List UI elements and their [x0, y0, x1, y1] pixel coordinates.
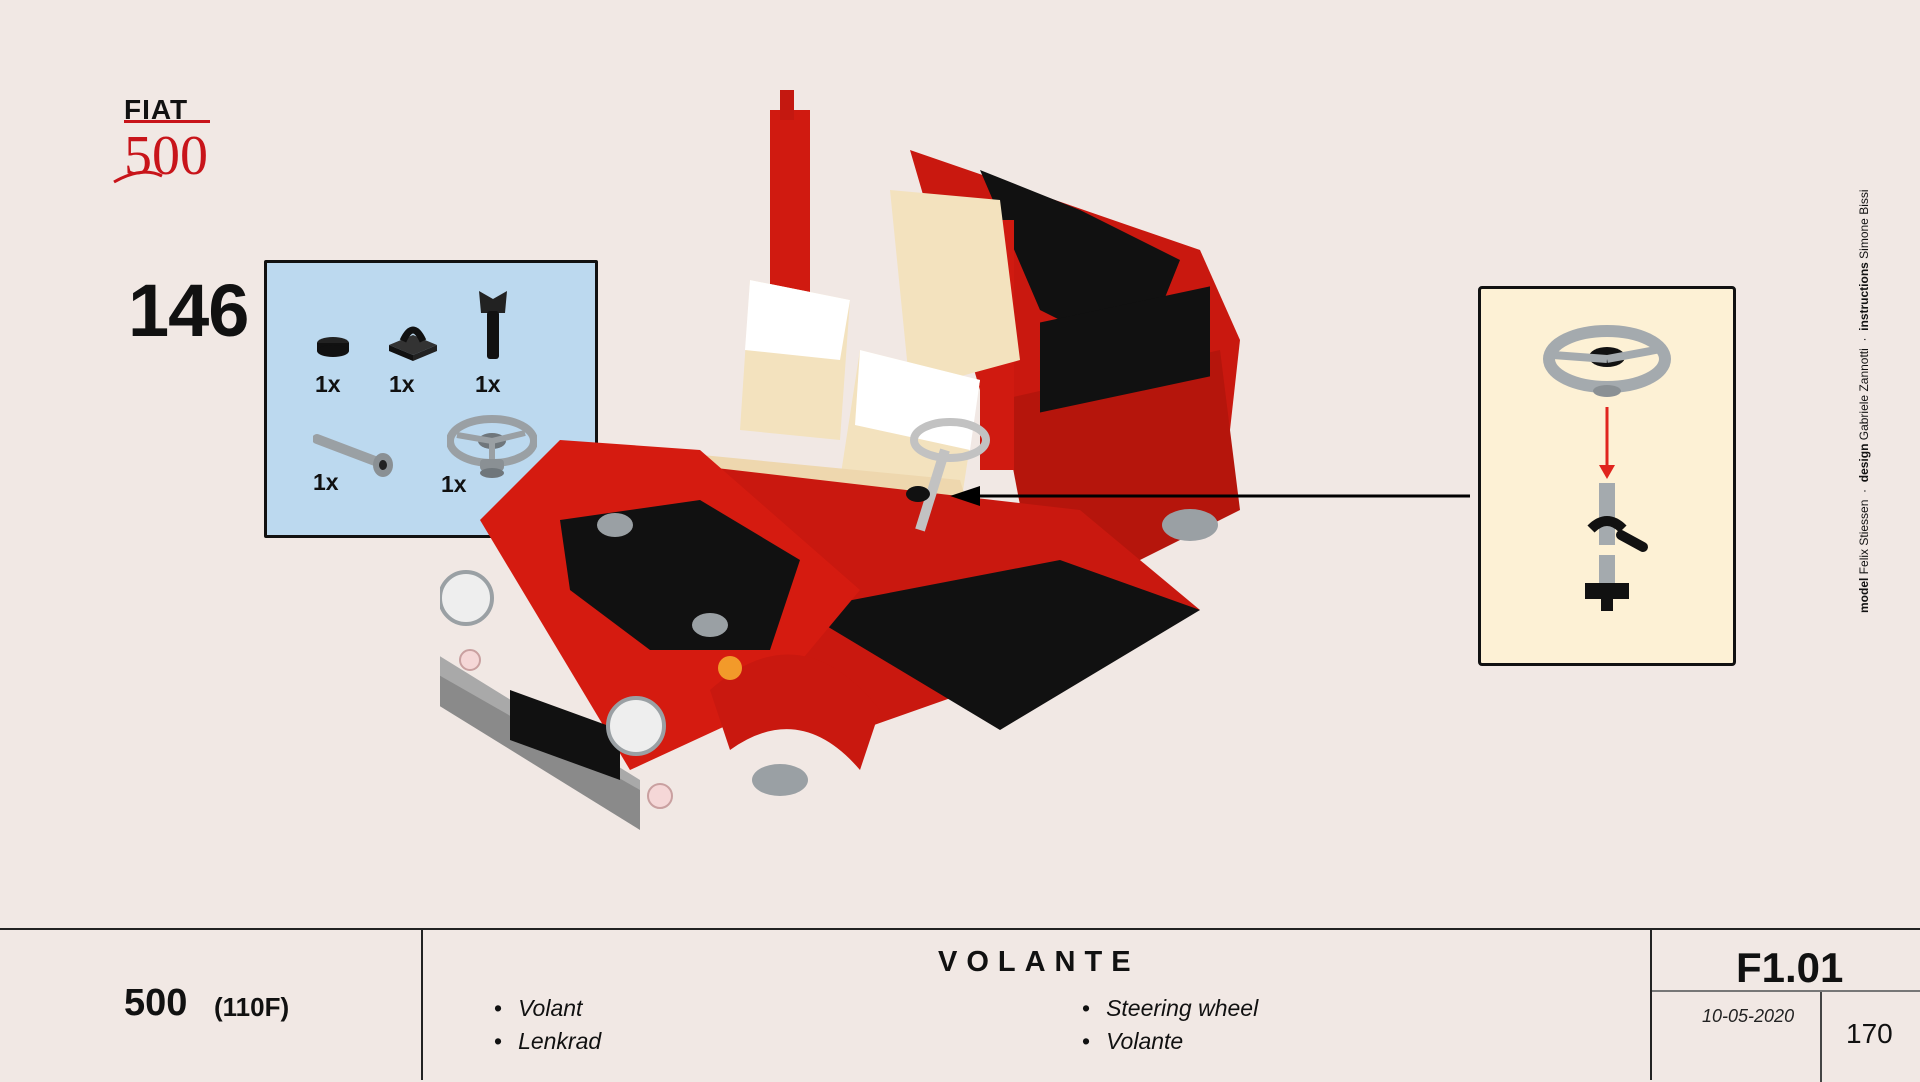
callout-arrowhead: [950, 486, 980, 506]
part-qty: 1x: [389, 371, 415, 397]
page-number: 170: [1846, 1018, 1893, 1049]
part-bar-with-stop: 1x: [312, 431, 413, 495]
rear-axle: [1162, 509, 1218, 541]
step-number: 146: [128, 269, 249, 352]
logo-text-fiat: FIAT: [124, 94, 189, 125]
headlight-left: [440, 570, 494, 626]
credit-design-label: design: [1857, 443, 1871, 483]
credit-model-name: Felix Stiessen: [1857, 499, 1871, 575]
step-title: VOLANTE: [938, 946, 1140, 978]
logo-text-500: 500: [124, 125, 208, 186]
clip-plate-icon: [389, 326, 437, 361]
translation-french: Volant: [494, 992, 601, 1025]
inset-bar-icon: [1599, 483, 1615, 545]
credit-design-name: Gabriele Zannotti: [1857, 348, 1871, 441]
credit-instructions-label: instructions: [1857, 262, 1871, 331]
rear-seat: [890, 190, 1020, 390]
footer-bar: 500 (110F) VOLANTE Volant Lenkrad Steeri…: [0, 928, 1920, 1082]
subassembly-inset: [1478, 286, 1736, 666]
code-divider: [1652, 990, 1920, 992]
bar-with-stop-icon: [312, 434, 393, 477]
model-name: 500: [124, 982, 188, 1024]
steering-wheel-icon: [446, 415, 538, 478]
model-code: (110F): [214, 992, 290, 1022]
part-qty: 1x: [313, 469, 339, 495]
round-tile-icon: [317, 337, 349, 357]
part-round-tile: 1x: [313, 333, 353, 397]
front-axle: [752, 764, 808, 796]
page-divider: [1820, 992, 1822, 1082]
footer-model-cell: 500 (110F): [0, 930, 423, 1080]
credit-model-label: model: [1857, 577, 1871, 613]
translations-left: Volant Lenkrad: [494, 992, 601, 1058]
part-hose-nozzle: 1x: [473, 287, 513, 397]
license-plate: [510, 690, 620, 780]
steering-wheel-placed: [910, 418, 990, 462]
date-label: 10-05-2020: [1702, 1006, 1795, 1026]
part-qty: 1x: [475, 371, 501, 397]
headlight-right: [606, 696, 666, 756]
part-clip-plate: 1x: [385, 317, 441, 397]
translation-german: Lenkrad: [494, 1025, 601, 1058]
hose-nozzle-icon: [479, 291, 507, 359]
inset-round-tile-icon: [1585, 583, 1629, 599]
logo-500-graphic: 500: [113, 120, 210, 186]
steering-subassembly-illustration: [1543, 325, 1671, 611]
part-qty: 1x: [315, 371, 341, 397]
translation-english: Steering wheel: [1082, 992, 1258, 1025]
translation-spanish: Volante: [1082, 1025, 1258, 1058]
part-steering-wheel: 1x: [441, 415, 538, 497]
fiat-500-logo: FIAT 500: [112, 94, 222, 186]
part-qty: 1x: [441, 471, 467, 497]
indicator-light: [718, 656, 742, 680]
section-code: F1.01: [1736, 944, 1844, 991]
fuel-tank: [560, 500, 800, 650]
credits-vertical: model Felix Stiessen · design Gabriele Z…: [1857, 189, 1871, 613]
car-assembly-illustration: [440, 90, 1470, 830]
translations-right: Steering wheel Volante: [1082, 992, 1258, 1058]
fender: [710, 654, 880, 770]
credit-instructions-name: Simone Bissi: [1857, 189, 1871, 259]
footer-code-cell: F1.01 10-05-2020 170: [1650, 930, 1920, 1082]
